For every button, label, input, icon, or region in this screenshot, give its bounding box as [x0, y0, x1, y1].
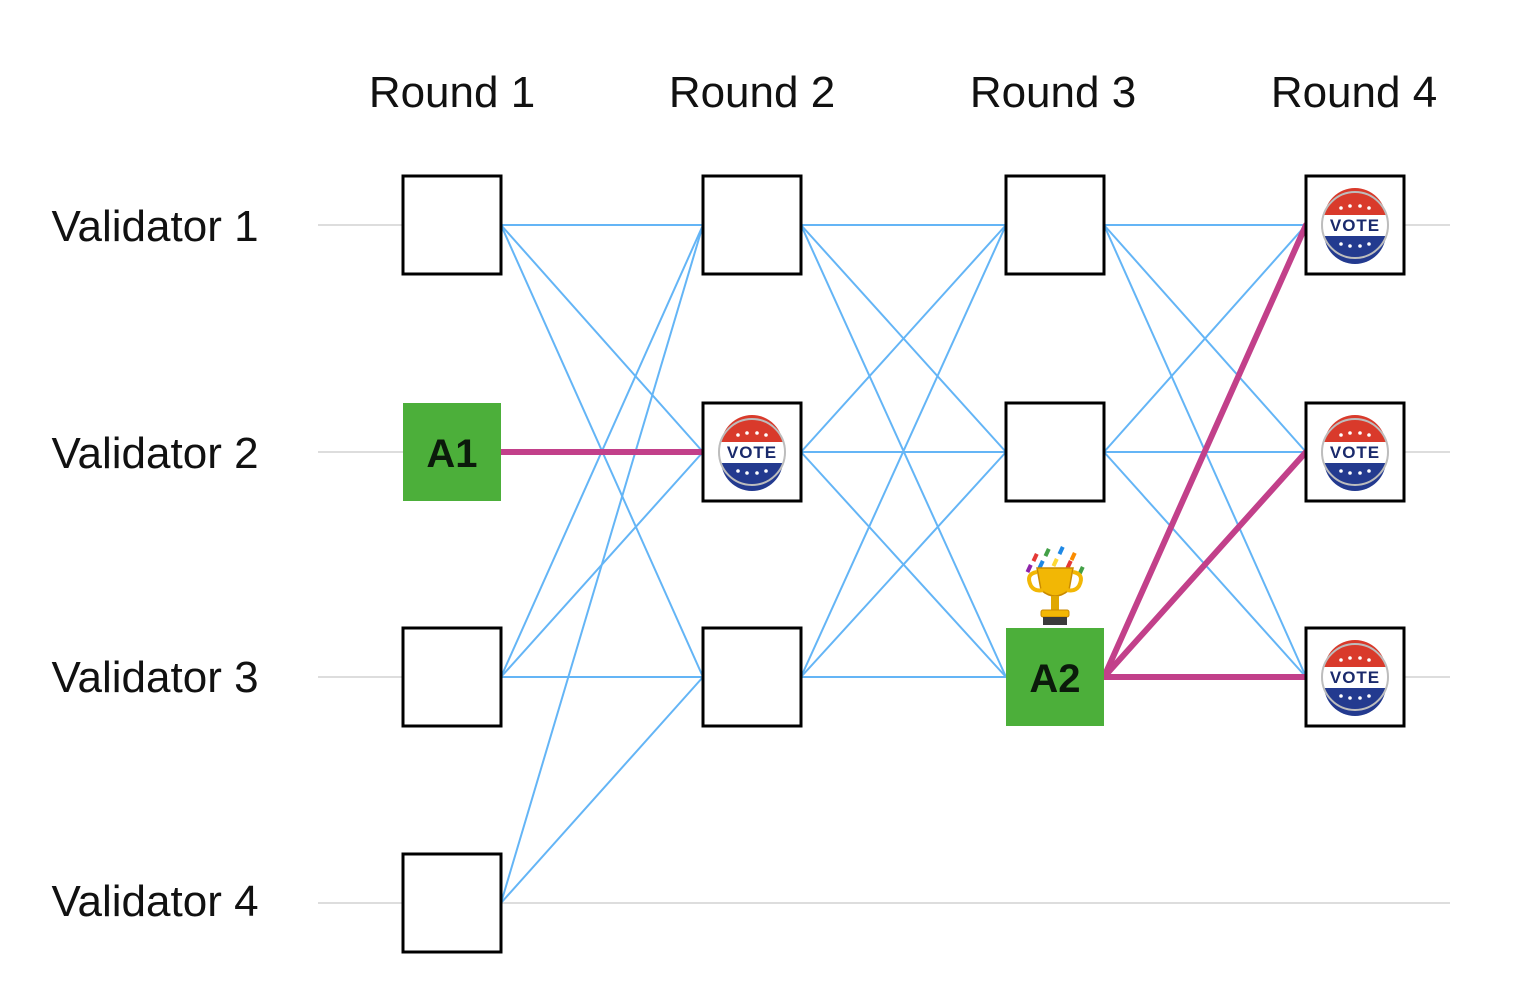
reference-edge — [800, 224, 1007, 678]
vertex-r1-v1 — [401, 174, 503, 276]
vertex-r1-v2: A1 — [403, 403, 501, 501]
vertex-r2-v1 — [701, 174, 803, 276]
vote-icon: VOTE — [1321, 414, 1389, 492]
reference-edge — [500, 224, 704, 453]
vote-icon: VOTE — [1321, 639, 1389, 717]
vertex-r4-v3: VOTE — [1304, 626, 1406, 728]
reference-edge — [800, 451, 1007, 678]
vertex-r3-v1 — [1004, 174, 1106, 276]
anchor-box — [1006, 628, 1104, 726]
vertex-r1-v3 — [401, 626, 503, 728]
reference-edge — [800, 224, 1007, 453]
vote-label: VOTE — [727, 443, 777, 462]
vote-label: VOTE — [1330, 668, 1380, 687]
vertex-r2-v2: VOTE — [701, 401, 803, 503]
vertex-r3-v3: A2 — [1006, 546, 1104, 726]
reference-edge — [1103, 224, 1307, 453]
anchor-box — [403, 403, 501, 501]
vertex-box — [401, 852, 503, 954]
round-headers: Round 1 Round 2 Round 3 Round 4 — [369, 68, 1437, 117]
round-header-1: Round 1 — [369, 68, 535, 117]
vote-icon: VOTE — [1321, 187, 1389, 265]
validator-label-3: Validator 3 — [51, 653, 258, 702]
round-header-2: Round 2 — [669, 68, 835, 117]
validator-guide-lines — [318, 224, 1450, 904]
vertex-r3-v2 — [1004, 401, 1106, 503]
vertex-box — [701, 626, 803, 728]
round-header-4: Round 4 — [1271, 68, 1437, 117]
trophy-icon — [1025, 546, 1085, 625]
vertex-box — [1004, 401, 1106, 503]
vote-label: VOTE — [1330, 216, 1380, 235]
highlight-edges — [498, 222, 1309, 680]
vertex-r2-v3 — [701, 626, 803, 728]
vote-edge — [1101, 222, 1309, 680]
vote-label: VOTE — [1330, 443, 1380, 462]
vertex-r4-v1: VOTE — [1304, 174, 1406, 276]
vertex-box — [1004, 174, 1106, 276]
validator-label-4: Validator 4 — [51, 877, 258, 926]
reference-edges — [500, 224, 1307, 904]
validator-label-1: Validator 1 — [51, 202, 258, 251]
vertex-r1-v4 — [401, 852, 503, 954]
round-header-3: Round 3 — [970, 68, 1136, 117]
anchor-label: A1 — [426, 432, 477, 476]
vertex-box — [401, 626, 503, 728]
reference-edge — [500, 224, 704, 904]
reference-edge — [500, 676, 704, 904]
vertex-box — [701, 174, 803, 276]
anchor-label: A2 — [1029, 657, 1080, 701]
vote-edge — [1101, 449, 1309, 680]
vertex-r4-v2: VOTE — [1304, 401, 1406, 503]
validator-labels: Validator 1 Validator 2 Validator 3 Vali… — [51, 202, 258, 926]
vote-icon: VOTE — [718, 414, 786, 492]
validator-label-2: Validator 2 — [51, 429, 258, 478]
vertex-box — [401, 174, 503, 276]
